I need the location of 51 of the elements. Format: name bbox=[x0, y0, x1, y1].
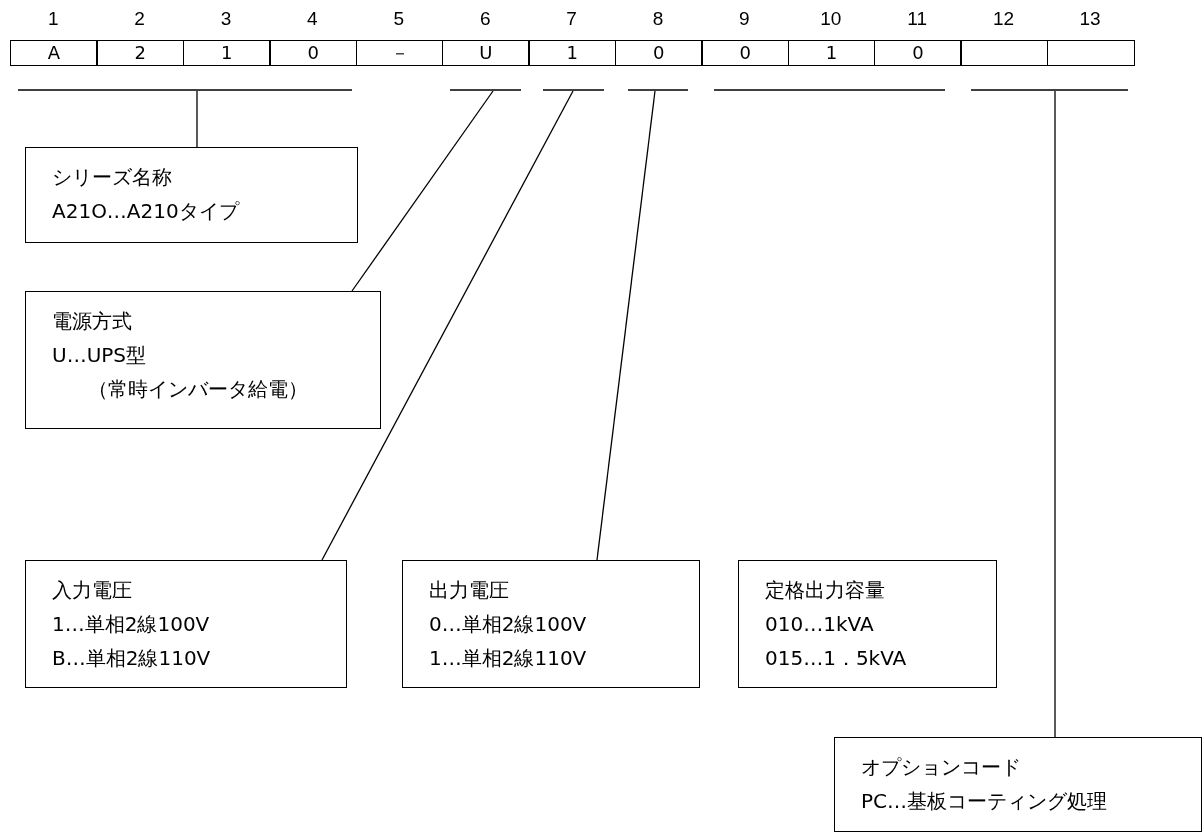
position-number: 13 bbox=[1078, 8, 1102, 30]
position-number: 2 bbox=[133, 8, 146, 30]
position-number: 10 bbox=[819, 8, 843, 30]
position-number: 7 bbox=[565, 8, 578, 30]
position-number: 11 bbox=[906, 8, 929, 30]
box-heading: 出力電圧 bbox=[429, 577, 510, 604]
code-cell: 1 bbox=[528, 40, 617, 66]
code-description: 1…単相2線110V bbox=[429, 645, 588, 672]
code-cell: 1 bbox=[182, 40, 271, 66]
code-cell: U bbox=[442, 40, 530, 66]
description-box bbox=[25, 291, 381, 429]
description-box bbox=[25, 147, 358, 243]
position-number: 3 bbox=[219, 8, 233, 30]
code-description: 1…単相2線100V bbox=[52, 611, 211, 638]
box-heading: シリーズ名称 bbox=[52, 164, 173, 191]
description-box bbox=[402, 560, 700, 688]
code-description: 010…1kVA bbox=[765, 611, 875, 638]
box-heading: オプションコード bbox=[861, 754, 1022, 781]
code-cell: 1 bbox=[787, 40, 876, 66]
code-cell: 0 bbox=[874, 40, 962, 66]
position-number: 6 bbox=[478, 8, 492, 30]
position-number: 12 bbox=[992, 8, 1016, 30]
code-description: B…単相2線110V bbox=[52, 645, 212, 672]
position-number: 9 bbox=[738, 8, 751, 30]
leader-line bbox=[196, 90, 198, 148]
code-cell: 0 bbox=[269, 40, 358, 66]
box-heading: 定格出力容量 bbox=[765, 577, 886, 604]
leader-line bbox=[351, 90, 494, 292]
code-description: （常時インバータ給電） bbox=[87, 376, 309, 403]
position-number: 8 bbox=[651, 8, 665, 30]
position-number: 4 bbox=[306, 8, 319, 30]
description-box bbox=[738, 560, 997, 688]
code-description: A21O…A210タイプ bbox=[52, 198, 241, 225]
box-heading: 電源方式 bbox=[52, 308, 133, 335]
position-number: 5 bbox=[392, 8, 406, 30]
code-cell: 0 bbox=[614, 40, 703, 66]
code-description: 015…1．5kVA bbox=[765, 645, 908, 672]
leader-line bbox=[596, 90, 656, 561]
code-cell: － bbox=[355, 40, 444, 66]
code-description: U…UPS型 bbox=[52, 342, 148, 369]
code-cell: A bbox=[10, 40, 98, 66]
description-box bbox=[834, 737, 1202, 832]
code-cell: 2 bbox=[96, 40, 185, 66]
code-description: 0…単相2線100V bbox=[429, 611, 588, 638]
code-cell: 0 bbox=[701, 40, 790, 66]
description-box bbox=[25, 560, 347, 688]
box-heading: 入力電圧 bbox=[52, 577, 133, 604]
position-number: 1 bbox=[46, 8, 60, 30]
leader-line bbox=[1054, 90, 1056, 738]
code-description: PC…基板コーティング処理 bbox=[861, 788, 1109, 815]
leader-line bbox=[321, 90, 574, 561]
